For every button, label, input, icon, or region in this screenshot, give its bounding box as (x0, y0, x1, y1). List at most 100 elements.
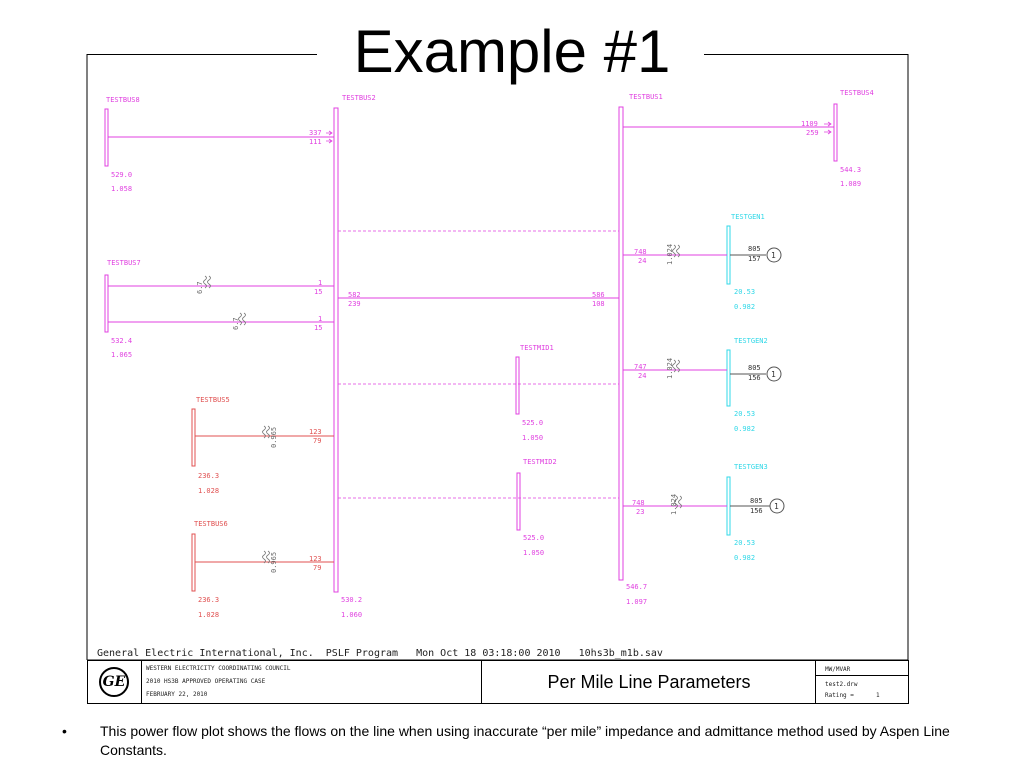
bus-bar-testgen2 (726, 349, 731, 407)
gen-id-g2: 1 (771, 370, 776, 379)
transformer-icon (672, 244, 680, 258)
transformer-icon (262, 550, 270, 564)
flow-g1-out-q: 157 (748, 255, 761, 263)
flow-g1-b1-p: 748 (634, 248, 647, 256)
parameters-label: Per Mile Line Parameters (481, 660, 817, 704)
bus-name-testbus8: TESTBUS8 (106, 96, 140, 104)
flow-b5-b2-q: 79 (313, 437, 321, 445)
flow-g3-out-q: 156 (750, 507, 763, 515)
flow-b7-b2a-q: 15 (314, 288, 322, 296)
flow-g1-b1-q: 24 (638, 257, 646, 265)
units-divider (816, 675, 908, 676)
bus-pu-testbus5: 1.028 (198, 487, 219, 495)
title-block-units: MW/MVAR test2.drw Rating = 1 (815, 660, 909, 704)
flow-g3-b1-p: 748 (632, 499, 645, 507)
bus-kv-testgen2: 20.53 (734, 410, 755, 418)
bus-kv-testbus4: 544.3 (840, 166, 861, 174)
bus-name-testgen2: TESTGEN2 (734, 337, 768, 345)
bus-bar-testgen1 (726, 225, 731, 285)
flow-b7-b2a-p: 1 (318, 279, 322, 287)
bus-kv-testmid2: 525.0 (523, 534, 544, 542)
bus-pu-testgen3: 0.982 (734, 554, 755, 562)
bus-bar-testbus2 (333, 107, 339, 593)
bus-name-testgen1: TESTGEN1 (731, 213, 765, 221)
bus-pu-testbus7: 1.065 (111, 351, 132, 359)
rating-value: 1 (876, 692, 880, 699)
bus-name-testbus4: TESTBUS4 (840, 89, 874, 97)
arrow-icon (824, 129, 832, 135)
flow-b6-b2-q: 79 (313, 564, 321, 572)
flow-b7-b2b-p: 1 (318, 315, 322, 323)
bus-kv-testgen3: 20.53 (734, 539, 755, 547)
bus-name-testbus5: TESTBUS5 (196, 396, 230, 404)
flow-b2-b1-q-from: 239 (348, 300, 361, 308)
rating-label: Rating = (825, 692, 854, 699)
bus-name-testbus7: TESTBUS7 (107, 259, 141, 267)
bullet-text: This power flow plot shows the flows on … (100, 723, 950, 758)
bullet-dot-icon: • (62, 723, 67, 739)
bus-kv-testbus1: 546.7 (626, 583, 647, 591)
tap-g2: 1.024 (666, 358, 674, 379)
bus-kv-testbus7: 532.4 (111, 337, 132, 345)
bus-bar-testbus6 (191, 533, 196, 592)
bus-bar-testbus7 (104, 274, 109, 333)
flow-g3-out-p: 805 (750, 497, 763, 505)
bus-name-testbus2: TESTBUS2 (342, 94, 376, 102)
title-block-logo-cell: GE (87, 660, 143, 704)
bus-name-testmid1: TESTMID1 (520, 344, 554, 352)
bus-name-testbus6: TESTBUS6 (194, 520, 228, 528)
slide-title: Example #1 (353, 18, 671, 85)
bus-kv-testbus8: 529.0 (111, 171, 132, 179)
bus-bar-testgen3 (726, 476, 731, 536)
flow-b1-b4-p: 1109 (801, 120, 818, 128)
tap-g3: 1.024 (670, 494, 678, 515)
bus-bar-testbus8 (104, 108, 109, 167)
bus-pu-testgen2: 0.982 (734, 425, 755, 433)
transformer-icon (203, 275, 211, 289)
tap-b7-b: 6.7 (232, 317, 240, 330)
generator-icon (766, 247, 782, 263)
flow-g2-out-p: 805 (748, 364, 761, 372)
bus-bar-testbus5 (191, 408, 196, 467)
tap-g1: 1.024 (666, 244, 674, 265)
flow-b5-b2-p: 123 (309, 428, 322, 436)
bus-bar-testbus4 (833, 103, 838, 162)
transformer-icon (238, 312, 246, 326)
flow-b6-b2-p: 123 (309, 555, 322, 563)
flow-b2-b1-p-from: 582 (348, 291, 361, 299)
transformer-icon (674, 495, 682, 509)
flow-g2-out-q: 156 (748, 374, 761, 382)
title-block-organization: WESTERN ELECTRICITY COORDINATING COUNCIL… (141, 660, 483, 704)
arrow-icon (326, 130, 333, 136)
flow-g3-b1-q: 23 (636, 508, 644, 516)
bus-name-testbus1: TESTBUS1 (629, 93, 663, 101)
arrow-icon (824, 121, 832, 127)
org-line-3: FEBRUARY 22, 2010 (146, 691, 208, 698)
org-line-2: 2010 HS3B APPROVED OPERATING CASE (146, 678, 266, 685)
bus-kv-testbus5: 236.3 (198, 472, 219, 480)
flow-b8-b2-q: 111 (309, 138, 322, 146)
bus-pu-testmid1: 1.050 (522, 434, 543, 442)
flow-g2-b1-q: 24 (638, 372, 646, 380)
flow-b7-b2b-q: 15 (314, 324, 322, 332)
transformer-icon (672, 359, 680, 373)
ge-logo-icon: GE (99, 667, 129, 697)
bus-kv-testbus2: 530.2 (341, 596, 362, 604)
flow-b1-b4-q: 259 (806, 129, 819, 137)
flow-g1-out-p: 805 (748, 245, 761, 253)
bus-kv-testgen1: 20.53 (734, 288, 755, 296)
bus-bar-testmid2 (516, 472, 521, 531)
bus-pu-testbus2: 1.060 (341, 611, 362, 619)
bus-pu-testbus1: 1.097 (626, 598, 647, 606)
org-line-1: WESTERN ELECTRICITY COORDINATING COUNCIL (146, 665, 291, 672)
arrow-icon (326, 138, 333, 144)
flow-b2-b1-q-to: 108 (592, 300, 605, 308)
bus-pu-testbus6: 1.028 (198, 611, 219, 619)
bus-bar-testbus1 (618, 106, 624, 581)
generator-icon (766, 366, 782, 382)
flow-b8-b2-p: 337 (309, 129, 322, 137)
flow-g2-b1-p: 747 (634, 363, 647, 371)
flow-b2-b1-p-to: 586 (592, 291, 605, 299)
bus-pu-testgen1: 0.982 (734, 303, 755, 311)
